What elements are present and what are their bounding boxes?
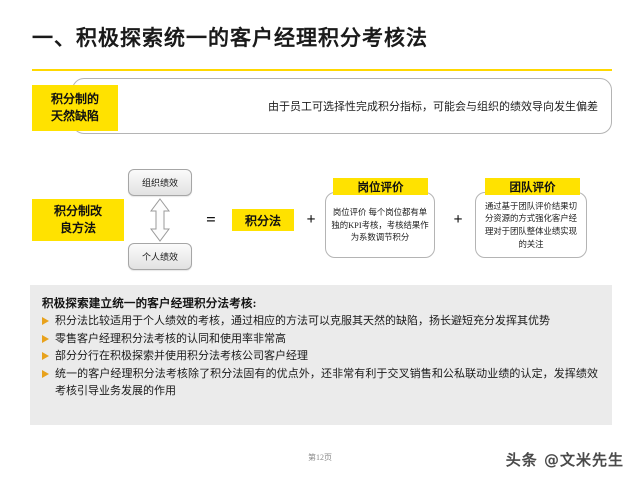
summary-bullet-item: 统一的客户经理积分法考核除了积分法固有的优点外，还非常有利于交叉销售和公私联动业… — [42, 366, 598, 399]
summary-bullet-text: 统一的客户经理积分法考核除了积分法固有的优点外，还非常有利于交叉销售和公私联动业… — [55, 368, 598, 397]
points-method-badge: 积分法 — [232, 209, 294, 231]
team-evaluation-body: 通过基于团队评价结果切分资源的方式强化客户经理对于团队整体业绩实现的关注 — [475, 192, 587, 258]
watermark: 头条 @文米先生 — [505, 451, 624, 469]
defect-label-line-1: 积分制的 — [50, 91, 99, 106]
summary-bullet-item: 积分法比较适用于个人绩效的考核，通过相应的方法可以克服其天然的缺陷，扬长避短充分… — [42, 313, 598, 330]
defect-description: 由于员工可选择性完成积分指标，可能会与组织的绩效导向发生偏差 — [268, 100, 598, 113]
summary-bullet-text: 部分分行在积极探索并使用积分法考核公司客户经理 — [55, 350, 308, 363]
post-evaluation-header: 岗位评价 — [333, 178, 428, 195]
summary-panel: 积极探索建立统一的客户经理积分法考核: 积分法比较适用于个人绩效的考核，通过相应… — [30, 285, 612, 425]
plus-sign-1: + — [306, 211, 316, 228]
team-evaluation-header: 团队评价 — [485, 178, 580, 195]
post-evaluation-card: 岗位评价 每个岗位都有单独的KPI考核，考核结果作为系数调节积分 岗位评价 — [325, 178, 435, 258]
summary-bullet-item: 零售客户经理积分法考核的认同和使用率非常高 — [42, 331, 598, 348]
bullet-triangle-icon — [42, 317, 49, 325]
summary-heading: 积极探索建立统一的客户经理积分法考核: — [42, 298, 257, 310]
individual-performance-box: 个人绩效 — [128, 243, 192, 270]
equals-sign: = — [206, 210, 216, 229]
summary-bullet-text: 积分法比较适用于个人绩效的考核，通过相应的方法可以克服其天然的缺陷，扬长避短充分… — [55, 315, 550, 327]
bullet-triangle-icon — [42, 334, 49, 343]
defect-capsule: 由于员工可选择性完成积分指标，可能会与组织的绩效导向发生偏差 — [72, 78, 612, 134]
method-label-line-2: 良方法 — [59, 221, 96, 235]
method-label-line-1: 积分制改 — [53, 203, 102, 218]
summary-list: 积分法比较适用于个人绩效的考核，通过相应的方法可以克服其天然的缺陷，扬长避短充分… — [42, 313, 598, 400]
page-title: 一、积极探索统一的客户经理积分考核法 — [32, 26, 428, 50]
team-evaluation-card: 通过基于团队评价结果切分资源的方式强化客户经理对于团队整体业绩实现的关注 团队评… — [475, 178, 587, 258]
plus-sign-2: + — [453, 211, 463, 228]
method-label-badge: 积分制改 良方法 — [32, 199, 124, 241]
post-evaluation-body: 岗位评价 每个岗位都有单独的KPI考核，考核结果作为系数调节积分 — [325, 192, 435, 258]
page-number: 第12页 — [308, 453, 332, 462]
summary-bullet-text: 零售客户经理积分法考核的认同和使用率非常高 — [55, 332, 286, 345]
org-performance-box: 组织绩效 — [128, 169, 192, 196]
summary-bullet-item: 部分分行在积极探索并使用积分法考核公司客户经理 — [42, 348, 598, 365]
defect-label-badge: 积分制的 天然缺陷 — [32, 85, 118, 131]
defect-label-line-2: 天然缺陷 — [50, 109, 99, 123]
defect-row: 由于员工可选择性完成积分指标，可能会与组织的绩效导向发生偏差 积分制的 天然缺陷 — [32, 78, 612, 136]
bullet-triangle-icon — [42, 370, 49, 379]
double-headed-arrow-icon — [150, 198, 170, 242]
bullet-triangle-icon — [42, 352, 49, 361]
title-underline-rule — [32, 69, 612, 71]
formula-diagram: 积分制改 良方法 组织绩效 个人绩效 = 积分法 + 岗位评价 每个岗位都有单独… — [0, 155, 640, 275]
